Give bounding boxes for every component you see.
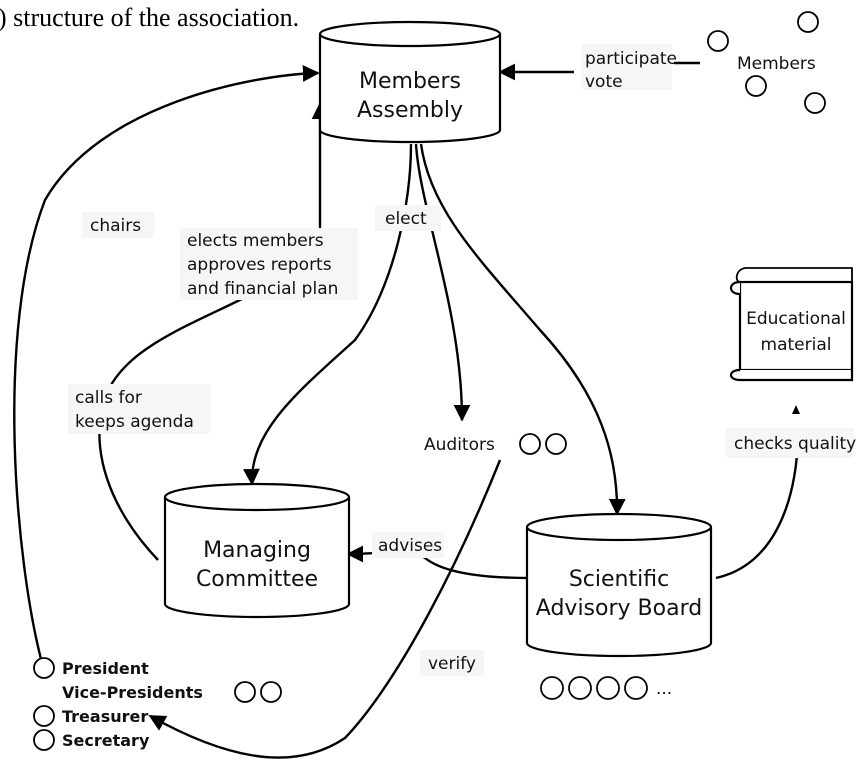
educational-material-label-2: material xyxy=(761,335,832,355)
scroll-top-curl xyxy=(729,280,741,296)
elect-label-group: elect xyxy=(375,205,441,231)
elects-members-label-bg xyxy=(180,228,358,300)
participate-vote-label: participate vote xyxy=(582,44,677,92)
member-circle xyxy=(797,11,819,33)
members-assembly-label-1: Members xyxy=(359,69,461,94)
members-assembly-label-2: Assembly xyxy=(357,98,463,123)
elects-members-label-group: elects members approves reports and fina… xyxy=(180,228,358,300)
advises-label-group: advises xyxy=(372,532,444,558)
secretary-circle xyxy=(33,729,55,751)
elect-label: elect xyxy=(385,209,427,229)
scientific-board-label-2: Advisory Board xyxy=(536,596,702,621)
auditors-node: Auditors xyxy=(424,433,567,455)
calls-for-label-group: calls for keeps agenda xyxy=(68,384,210,434)
managing-committee-label-1: Managing xyxy=(203,538,311,563)
participate-vote-label-bg xyxy=(582,44,672,90)
managing-committee-top xyxy=(163,482,351,512)
diagram-caption: ) structure of the association. xyxy=(0,3,299,32)
verify-arrow xyxy=(148,459,502,759)
vice-president-circle xyxy=(234,681,256,703)
verify-label: verify xyxy=(428,654,476,674)
managing-committee-label-2: Committee xyxy=(196,567,318,592)
calls-for-label-2: keeps agenda xyxy=(75,412,194,432)
managing-committee-body xyxy=(163,497,351,619)
chairs-label-bg xyxy=(82,212,154,238)
participate-label: participate xyxy=(585,49,677,69)
advises-label: advises xyxy=(378,536,442,556)
board-member-circle xyxy=(568,676,592,700)
auditors-label: Auditors xyxy=(424,435,495,455)
elects-members-label-1: elects members xyxy=(187,231,324,251)
board-members-row: ... xyxy=(540,676,672,700)
auditor-circle xyxy=(519,433,541,455)
elects-members-label-2: approves reports xyxy=(187,255,332,275)
role-president: President xyxy=(62,659,149,678)
chairs-label-group: chairs xyxy=(82,212,154,238)
educational-material-node: Educational material xyxy=(729,267,854,382)
treasurer-circle xyxy=(33,705,55,727)
managing-committee-node: Managing Committee xyxy=(163,482,351,619)
members-assembly-body xyxy=(318,34,502,144)
calls-for-label-1: calls for xyxy=(75,388,142,408)
checks-quality-label: checks quality xyxy=(734,434,856,454)
role-vice-presidents: Vice-Presidents xyxy=(62,683,203,702)
scientific-board-node: Scientific Advisory Board xyxy=(525,512,713,658)
officers-list: President Vice-Presidents Treasurer Secr… xyxy=(33,657,282,751)
scroll-bottom-curl xyxy=(729,368,854,382)
checks-quality-label-group: checks quality xyxy=(726,428,856,458)
members-cluster: Members xyxy=(707,11,826,114)
verify-label-group: verify xyxy=(420,650,484,676)
scientific-board-top xyxy=(525,512,713,542)
elects-members-arrow xyxy=(98,102,329,561)
scroll-top-edge xyxy=(735,267,853,283)
role-treasurer: Treasurer xyxy=(62,707,148,726)
member-circle xyxy=(745,75,767,97)
elect-managing-committee-arrow xyxy=(243,143,413,486)
checks-quality-arrowhead xyxy=(792,405,800,414)
members-label: Members xyxy=(737,54,816,74)
verify-label-bg xyxy=(420,650,484,676)
chairs-label: chairs xyxy=(90,216,141,236)
vote-label: vote xyxy=(585,72,623,92)
elects-members-label-3: and financial plan xyxy=(187,279,338,299)
scientific-board-body xyxy=(525,527,713,658)
members-assembly-top xyxy=(318,20,502,48)
educational-material-label-1: Educational xyxy=(746,309,846,329)
elect-label-bg xyxy=(375,205,441,231)
advises-label-bg xyxy=(372,532,444,558)
chairs-arrow xyxy=(13,65,320,664)
elect-auditors-arrow xyxy=(414,143,471,422)
member-circle xyxy=(804,92,826,114)
auditor-circle xyxy=(545,433,567,455)
checks-quality-label-bg xyxy=(726,428,854,458)
elect-board-arrow xyxy=(419,143,626,516)
checks-quality-line xyxy=(715,439,800,580)
board-members-ellipsis: ... xyxy=(656,679,672,699)
board-member-circle xyxy=(540,676,564,700)
role-secretary: Secretary xyxy=(62,731,150,750)
vice-president-circle xyxy=(260,681,282,703)
board-member-circle xyxy=(596,676,620,700)
members-assembly-node: Members Assembly xyxy=(318,20,502,144)
calls-for-label-bg xyxy=(68,384,210,434)
scientific-board-label-1: Scientific xyxy=(569,567,669,592)
president-circle xyxy=(33,657,55,679)
member-circle xyxy=(707,30,729,52)
board-member-circle xyxy=(624,676,648,700)
